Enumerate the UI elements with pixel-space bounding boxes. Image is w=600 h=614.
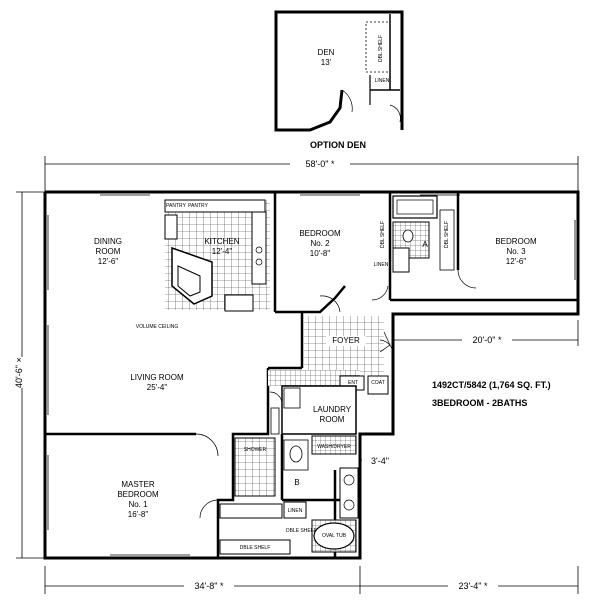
volume-ceiling-label: VOLUME CEILING [135, 324, 179, 330]
dining-dimension: 12'-6" [97, 257, 119, 266]
bedroom3-name-2: No. 3 [506, 247, 526, 256]
exterior-walls [43, 190, 580, 560]
bottom-left-dimension: 34'-8" * [184, 581, 234, 591]
den-linen: LINEN [374, 78, 390, 84]
right-offset-dimension: 20'-0" * [462, 335, 512, 345]
dining-name-2: ROOM [95, 247, 121, 256]
option-den [274, 10, 404, 132]
den-shelf: DBL SHELF [378, 34, 384, 62]
bedroom2-name-2: No. 2 [310, 239, 330, 248]
bath-b [219, 437, 359, 555]
bottom-left-value: 34'-8" [194, 581, 218, 591]
kitchen-dimension: 12'-4" [211, 247, 233, 256]
kitchen-name: KITCHEN [204, 237, 240, 246]
master-linen-label: LINEN [287, 508, 303, 514]
windows [47, 194, 576, 556]
master-name: MASTER [121, 480, 155, 489]
coat-closet-label: COAT [371, 380, 385, 386]
bedroom2-dbl-shelf-label: DBL SHELF [380, 220, 386, 248]
laundry-name-2: ROOM [310, 415, 354, 425]
bath-a [392, 195, 455, 273]
overall-depth-dimension: 40'-6" × [14, 357, 24, 388]
den-dimension: 13' [320, 58, 332, 67]
shower-label: SHOWER [243, 447, 267, 453]
master-dbl-shelf-label: DBLE SHELF [286, 528, 317, 534]
living-dimension: 25'-4" [146, 383, 168, 392]
bedroom3-dbl-shelf-label: DBL SHELF [444, 220, 450, 248]
ent-closet-label: ENT [348, 380, 358, 386]
model-info: 1492CT/5842 (1,764 SQ. FT.) [432, 380, 551, 390]
jog-dimension: 3'-4" [362, 456, 398, 466]
foyer-name: FOYER [326, 336, 366, 346]
living-name: LIVING ROOM [130, 373, 184, 382]
interior-walls [45, 192, 578, 558]
dining-name: DINING [94, 237, 122, 246]
master-name-3: No. 1 [128, 500, 148, 509]
overall-depth-value: 40'-6" [14, 365, 24, 388]
pantry-label-2: PANTRY [188, 203, 208, 209]
bottom-right-value: 23'-4" [458, 581, 482, 591]
kitchen-area [164, 199, 270, 312]
master-dimension: 16'-8" [127, 510, 149, 519]
overall-width-dimension: 58'-0" * [290, 159, 350, 169]
bath-b-label: B [294, 478, 300, 487]
washer-dryer-label: WASH/DRYER [317, 444, 351, 450]
bedroom2-name: BEDROOM [299, 229, 341, 238]
foyer-area [268, 316, 391, 395]
bath-a-label: A [422, 240, 428, 249]
right-offset-value: 20'-0" [472, 335, 496, 345]
master-name-2: BEDROOM [117, 490, 159, 499]
bedroom3-name: BEDROOM [495, 237, 537, 246]
bottom-dbl-shelf-label: DBLE SHELF [239, 545, 271, 551]
option-den-title: OPTION DEN [309, 140, 366, 150]
bedroom2-dimension: 10'-8" [309, 249, 331, 258]
overall-width-value: 58'-0" [305, 159, 329, 169]
den-name: DEN [317, 48, 335, 57]
laundry-area [270, 385, 357, 455]
beds-baths-info: 3BEDROOM - 2BATHS [432, 398, 528, 408]
pantry-label-1: PANTRY [166, 203, 186, 209]
bedroom2-linen-label: LINEN [373, 262, 389, 268]
laundry-name: LAUNDRY [310, 405, 354, 415]
bedroom3-dimension: 12'-6" [505, 257, 527, 266]
door-swings [195, 269, 477, 519]
oval-tub-label: OVAL TUB [321, 533, 347, 539]
jog-value: 3'-4" [371, 456, 389, 466]
bottom-right-dimension: 23'-4" * [448, 581, 498, 591]
